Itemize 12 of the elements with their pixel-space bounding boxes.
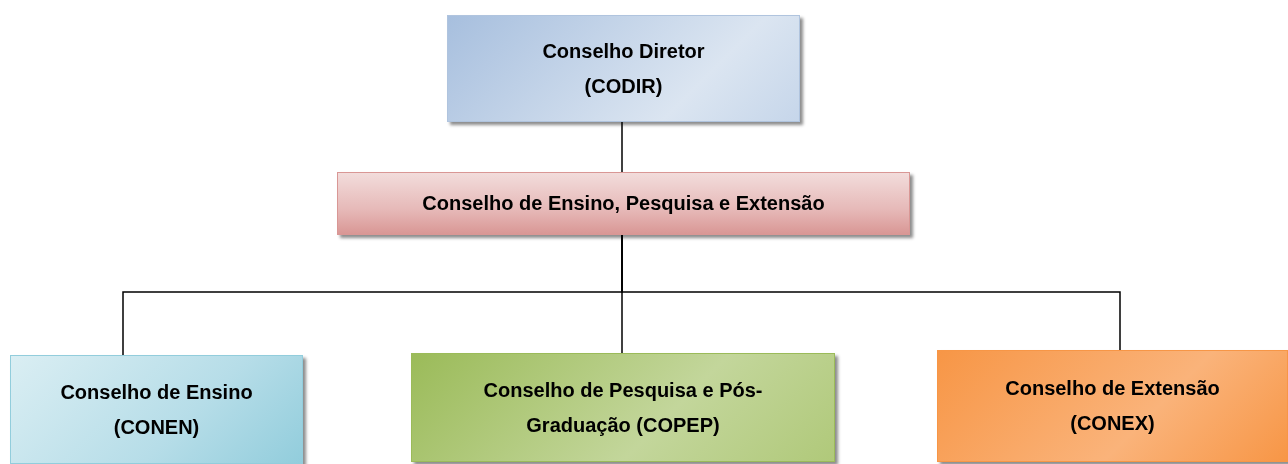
connector-line [621, 234, 1121, 351]
council-box [411, 353, 835, 462]
council-name: Conselho de Extensão (CONEX) [1004, 376, 1221, 436]
council-name: Conselho de Pesquisa e Pós-Graduação (COPEP) [482, 377, 764, 438]
council-box [10, 355, 303, 464]
council-box [337, 172, 910, 235]
council-box [447, 15, 800, 122]
council-box [937, 350, 1288, 462]
council-name: Conselho de Ensino (CONEN) [59, 379, 254, 440]
council-name: Conselho de Ensino, Pesquisa e Extensão [422, 191, 825, 216]
council-name: Conselho Diretor (CODIR) [541, 38, 706, 99]
connector-line [621, 121, 623, 173]
